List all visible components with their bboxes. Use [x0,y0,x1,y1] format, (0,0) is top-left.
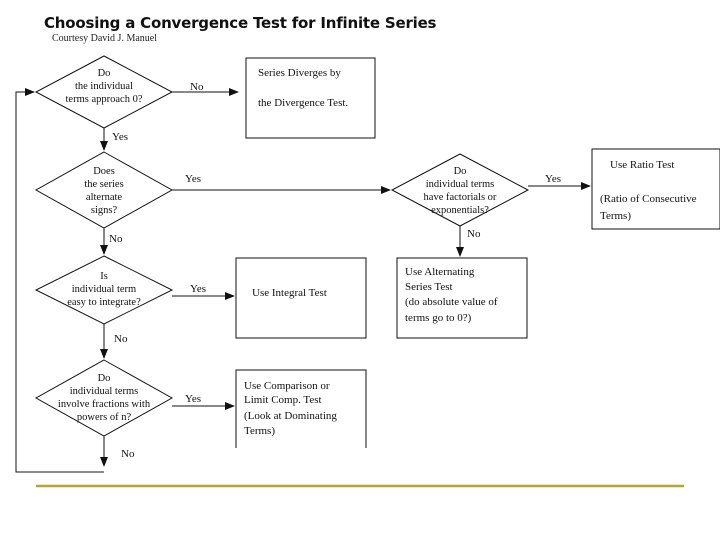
label-d1-no: No [190,81,204,93]
svg-text:Series Test: Series Test [405,281,453,293]
label-d2-yes: Yes [185,173,201,185]
slide-title: Choosing a Convergence Test for Infinite… [44,14,437,32]
edge-loop-back [15,88,104,473]
result-ratio-box [591,148,720,230]
label-d4-no: No [121,448,135,460]
label-d3-yes: Yes [190,283,206,295]
courtesy-credit: Courtesy David J. Manuel [52,33,157,44]
svg-text:Do: Do [98,373,111,384]
label-d1-yes: Yes [112,131,128,143]
svg-text:involve fractions with: involve fractions with [58,399,151,410]
svg-text:Terms): Terms) [600,210,631,222]
svg-text:(Ratio of Consecutive: (Ratio of Consecutive [600,193,697,205]
svg-text:alternate: alternate [86,192,122,203]
svg-text:Do: Do [454,166,467,177]
svg-text:signs?: signs? [91,205,118,216]
svg-text:the individual: the individual [75,81,133,92]
svg-text:Terms): Terms) [244,425,275,437]
result-alternating-text: Use Alternating Series Test (do absolute… [405,266,498,324]
result-comparison-box [235,369,367,448]
label-d5-yes: Yes [545,173,561,185]
svg-text:the Divergence Test.: the Divergence Test. [258,97,348,109]
decision-d3-text: Is individual term easy to integrate? [67,271,141,308]
result-alternating-box [396,257,528,339]
result-divergence-text: Series Diverges by the Divergence Test. [258,67,348,109]
svg-text:Do: Do [98,68,111,79]
svg-text:Use Comparison or: Use Comparison or [244,380,330,392]
svg-text:terms go to 0?): terms go to 0?) [405,312,472,324]
svg-text:terms approach 0?: terms approach 0? [66,94,143,105]
result-integral-box [235,257,367,339]
label-d5-no: No [467,228,481,240]
svg-text:have factorials or: have factorials or [424,192,497,203]
decision-d4-text: Do individual terms involve fractions wi… [58,373,151,423]
svg-text:Series Diverges by: Series Diverges by [258,67,341,79]
result-comparison-text: Use Comparison or Limit Comp. Test (Look… [244,380,337,437]
decision-d4-diamond [34,359,174,437]
result-divergence-box [245,57,376,139]
svg-text:easy to integrate?: easy to integrate? [67,297,141,308]
svg-text:Does: Does [93,166,115,177]
decision-d1-diamond [34,55,174,129]
label-d2-no: No [109,233,123,245]
svg-text:(Look at Dominating: (Look at Dominating [244,410,337,422]
svg-text:Limit Comp. Test: Limit Comp. Test [244,394,322,406]
svg-text:powers of n?: powers of n? [77,412,132,423]
svg-text:exponentials?: exponentials? [431,205,489,216]
result-integral-text: Use Integral Test [252,287,327,299]
svg-text:the series: the series [84,179,123,190]
decision-d2-diamond [34,151,174,229]
label-d3-no: No [114,333,128,345]
svg-text:(do absolute value of: (do absolute value of [405,296,498,308]
svg-text:individual term: individual term [72,284,136,295]
svg-text:Is: Is [100,271,108,282]
svg-text:individual terms: individual terms [426,179,495,190]
svg-text:Use Ratio Test: Use Ratio Test [610,159,674,171]
decision-d2-text: Does the series alternate signs? [84,166,123,216]
result-ratio-text: Use Ratio Test (Ratio of Consecutive Ter… [600,159,697,222]
label-d4-yes: Yes [185,393,201,405]
decision-d1-text: Do the individual terms approach 0? [66,68,143,105]
svg-text:Use Alternating: Use Alternating [405,266,475,278]
svg-text:individual terms: individual terms [70,386,139,397]
decision-d5-text: Do individual terms have factorials or e… [424,166,497,216]
